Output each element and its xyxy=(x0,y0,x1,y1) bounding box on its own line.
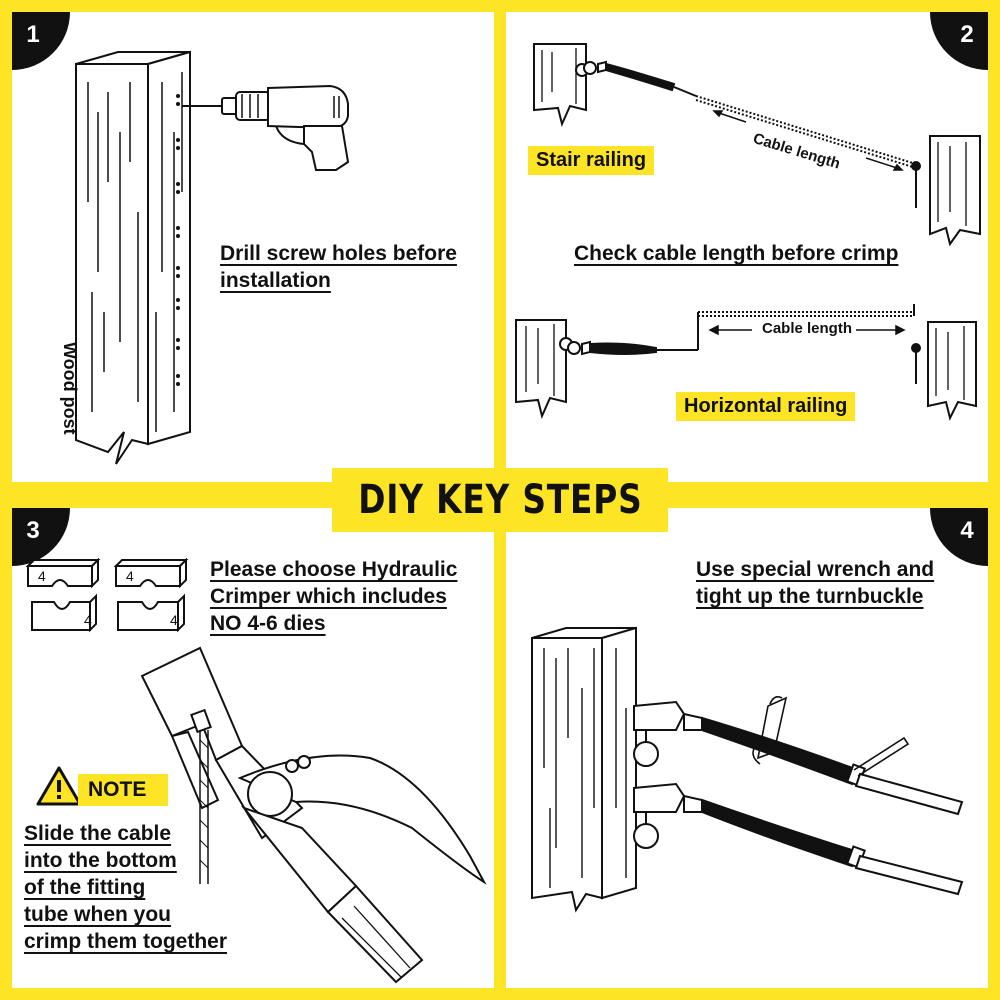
note-tag: NOTE xyxy=(26,770,168,810)
hydraulic-crimper-icon xyxy=(140,646,487,984)
drill-illustration xyxy=(75,50,350,465)
turnbuckle-illustration xyxy=(531,626,964,913)
turnbuckle-icon xyxy=(559,337,657,356)
title-banner: DIY KEY STEPS xyxy=(332,468,668,532)
step-4-caption: Use special wrench and tight up the turn… xyxy=(696,558,935,608)
step-2-panel: 2 xyxy=(506,12,988,482)
wood-post-label: Wood post xyxy=(60,342,80,435)
arrow-icon xyxy=(708,324,906,336)
note-text: Slide the cable into the bottom of the f… xyxy=(24,822,228,953)
wood-post-icon xyxy=(927,321,977,421)
drill-icon xyxy=(182,84,350,171)
note-label: NOTE xyxy=(88,778,147,801)
crimper-illustration xyxy=(25,557,487,984)
die-label: 4 xyxy=(126,568,134,584)
cable-icon xyxy=(698,311,914,317)
die-label: 4 xyxy=(84,612,92,628)
wood-post-icon xyxy=(515,319,567,420)
wood-post-icon xyxy=(531,626,637,913)
die-label: 4 xyxy=(38,568,46,584)
cable-icon xyxy=(199,730,209,884)
horizontal-railing-tag: Horizontal railing xyxy=(676,392,856,421)
wood-post-icon xyxy=(533,43,587,128)
stair-railing-tag: Stair railing xyxy=(528,146,655,175)
turnbuckle-icon xyxy=(633,700,964,816)
turnbuckle-icon xyxy=(575,60,676,92)
step-2-caption: Check cable length before crimp xyxy=(574,242,899,265)
wrench-icon xyxy=(752,696,910,777)
crimper-dies-icon xyxy=(25,557,189,633)
step-1-badge: 1 xyxy=(12,12,70,70)
step-4-panel: 4 xyxy=(506,508,988,988)
page-title: DIY KEY STEPS xyxy=(357,477,643,523)
arrow-icon xyxy=(712,110,904,171)
warning-triangle-icon xyxy=(36,766,82,806)
die-label: 4 xyxy=(170,612,178,628)
step-3-panel: 3 xyxy=(12,508,494,988)
step-1-panel: 1 xyxy=(12,12,494,482)
wood-post-icon xyxy=(929,135,981,247)
step-1-caption: Drill screw holes before installation xyxy=(220,242,457,292)
wood-post-icon xyxy=(75,50,191,465)
step-3-caption: Please choose Hydraulic Crimper which in… xyxy=(210,558,458,635)
cable-length-label-horizontal: Cable length xyxy=(762,320,853,337)
turnbuckle-icon xyxy=(633,782,964,896)
cable-length-illustration xyxy=(515,43,981,421)
